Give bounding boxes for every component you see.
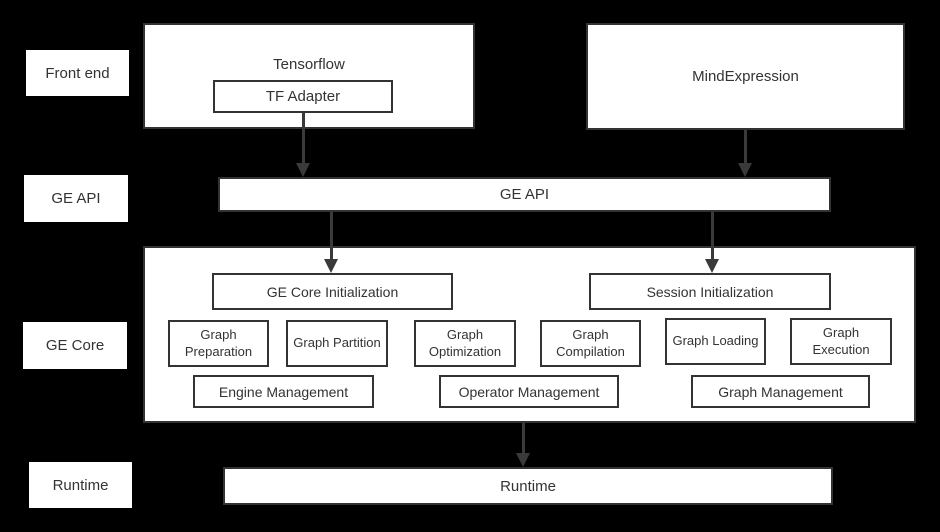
arrow-stem xyxy=(301,113,305,163)
graph-loading-box: Graph Loading xyxy=(665,318,766,365)
arrow-tf-adapter-to-ge-api xyxy=(296,113,310,177)
layer-label-front-end: Front end xyxy=(26,50,129,96)
graph-optimization-box: Graph Optimization xyxy=(414,320,516,367)
arrow-ge-core-to-runtime xyxy=(516,423,530,467)
layer-label-ge-api: GE API xyxy=(24,175,128,222)
arrow-ge-api-to-ge-core-initialization xyxy=(324,212,338,273)
arrow-head-icon xyxy=(516,453,530,467)
ge-core-initialization-box: GE Core Initialization xyxy=(212,273,453,310)
tensorflow-label: Tensorflow xyxy=(273,56,345,73)
operator-management-box: Operator Management xyxy=(439,375,619,408)
tf-adapter-box: TF Adapter xyxy=(213,80,393,113)
arrow-head-icon xyxy=(296,163,310,177)
layer-label-runtime: Runtime xyxy=(29,462,132,508)
mindexpression-box: MindExpression xyxy=(586,23,905,130)
engine-management-box: Engine Management xyxy=(193,375,374,408)
session-initialization-box: Session Initialization xyxy=(589,273,831,310)
layer-label-ge-core: GE Core xyxy=(23,322,127,369)
ge-api-bar: GE API xyxy=(218,177,831,212)
arrow-mindexpression-to-ge-api xyxy=(738,130,752,177)
arrow-stem xyxy=(743,130,747,163)
graph-execution-box: Graph Execution xyxy=(790,318,892,365)
arrow-head-icon xyxy=(705,259,719,273)
arrow-stem xyxy=(329,212,333,259)
graph-compilation-box: Graph Compilation xyxy=(540,320,641,367)
arrow-ge-api-to-session-initialization xyxy=(705,212,719,273)
graph-management-box: Graph Management xyxy=(691,375,870,408)
graph-preparation-box: Graph Preparation xyxy=(168,320,269,367)
arrow-stem xyxy=(521,423,525,453)
graph-partition-box: Graph Partition xyxy=(286,320,388,367)
arrow-head-icon xyxy=(738,163,752,177)
arrow-stem xyxy=(710,212,714,259)
runtime-bar: Runtime xyxy=(223,467,833,505)
arrow-head-icon xyxy=(324,259,338,273)
